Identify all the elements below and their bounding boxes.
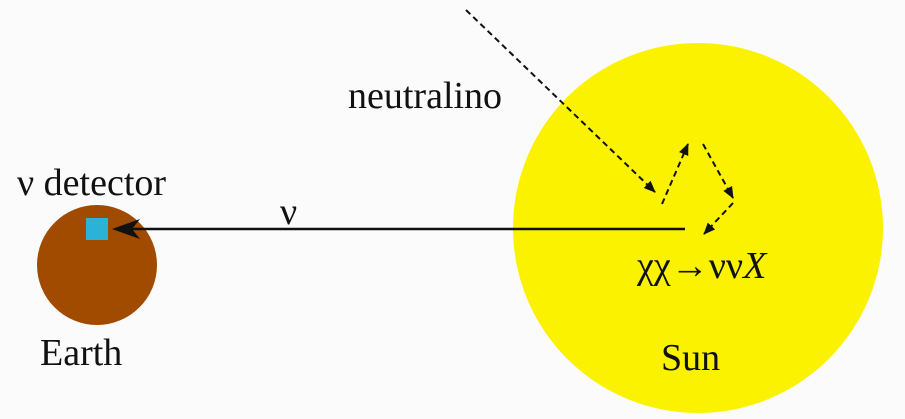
- neutralino-label: neutralino: [348, 75, 502, 117]
- sun-label: Sun: [661, 337, 720, 379]
- earth-label: Earth: [40, 332, 122, 374]
- reaction-rhs: X: [741, 245, 768, 287]
- reaction-lhs: χχ: [636, 245, 671, 287]
- reaction-mid: νν: [709, 245, 743, 287]
- reaction-arrow: →: [671, 245, 709, 287]
- reaction-equation: χχ→ννX: [636, 245, 768, 287]
- detector-square: [86, 218, 108, 240]
- detector-label: ν detector: [17, 162, 166, 204]
- neutrino-label: ν: [280, 191, 297, 233]
